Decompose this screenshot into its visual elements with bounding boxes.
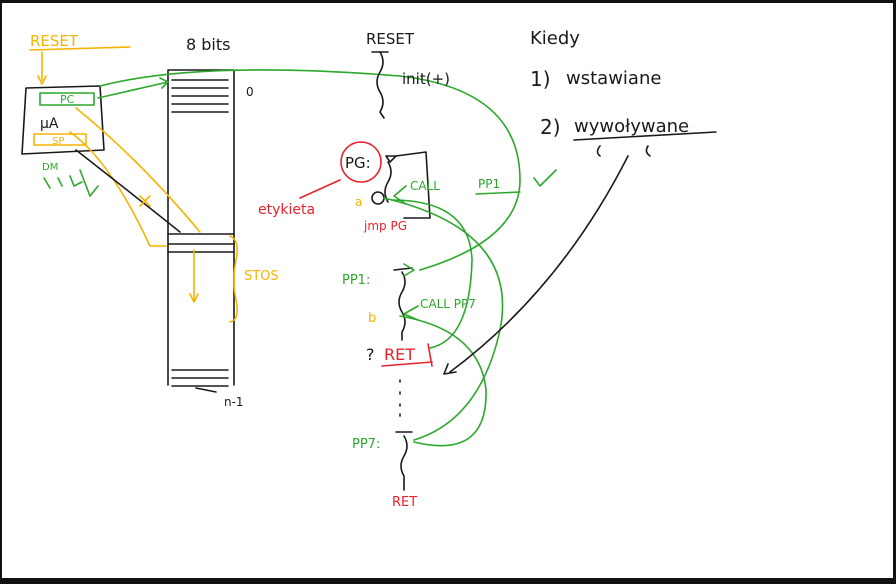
stos-label: STOS bbox=[244, 269, 279, 284]
call-curve-pp7 bbox=[383, 197, 504, 441]
pp1-squiggle bbox=[398, 271, 406, 341]
item1-text: wstawiane bbox=[566, 68, 661, 89]
pp1-tick bbox=[393, 267, 413, 271]
point-a-circle bbox=[371, 191, 385, 205]
frame-border-bottom bbox=[0, 578, 896, 584]
address-n-minus-1-label: n-1 bbox=[224, 395, 244, 409]
sp-to-stack-line bbox=[75, 107, 201, 233]
sp-register bbox=[33, 133, 87, 146]
program-flow: RESET init(+) PG: a etykieta jmp PG CALL… bbox=[258, 30, 557, 510]
cpu-to-stack-line bbox=[75, 149, 181, 233]
cpu-block: PC μΑ SP DM RESET bbox=[21, 32, 131, 197]
memory-stack-cells bbox=[167, 233, 235, 253]
reset-left-underline bbox=[29, 46, 131, 51]
pp1-ref-underline bbox=[475, 191, 521, 195]
item1-number: 1) bbox=[530, 67, 551, 91]
kiedy-label: Kiedy bbox=[530, 28, 580, 49]
return-curve-1 bbox=[391, 199, 473, 349]
init-squiggle bbox=[376, 51, 385, 119]
pp7-label: PP7: bbox=[352, 437, 380, 452]
call-pp7-label: CALL PP7 bbox=[420, 297, 476, 311]
dm-check-arrow bbox=[79, 169, 99, 197]
ret2-label: RET bbox=[392, 495, 417, 510]
address-zero-label: 0 bbox=[246, 85, 254, 99]
pg-circle bbox=[340, 141, 382, 183]
question-mark: ? bbox=[366, 345, 375, 364]
call-pp1-label: CALL bbox=[410, 179, 440, 193]
memory-column: 8 bits 0 n-1 STOS bbox=[69, 35, 279, 409]
ret1-label: RET bbox=[384, 345, 415, 364]
pg-label: PG: bbox=[345, 154, 371, 172]
item2-underline bbox=[573, 131, 717, 141]
item2-descenders bbox=[596, 145, 651, 157]
jmp-pg-label: jmp PG bbox=[363, 219, 407, 233]
frame-border-left bbox=[0, 0, 2, 584]
dm-label: DM bbox=[42, 162, 58, 173]
pp1-ref-label: PP1 bbox=[478, 177, 500, 191]
pg-squiggle bbox=[384, 161, 392, 203]
notes-to-ret-arrow bbox=[443, 155, 629, 375]
alu-label: μΑ bbox=[40, 116, 59, 132]
pg-loop-bracket bbox=[395, 151, 431, 219]
notes-block: Kiedy 1) wstawiane 2) wywoływane bbox=[443, 28, 717, 375]
ret1-underline bbox=[381, 343, 433, 367]
point-b-label: b bbox=[368, 311, 376, 326]
reset-left-arrow bbox=[37, 51, 47, 85]
reset-left-label: RESET bbox=[30, 32, 79, 50]
item2-number: 2) bbox=[540, 115, 561, 139]
init-label: init(+) bbox=[402, 70, 450, 88]
memory-column-edges bbox=[167, 69, 235, 386]
sp-label: SP bbox=[52, 136, 64, 147]
stack-grow-arrow bbox=[189, 249, 199, 303]
item2-text: wywoływane bbox=[574, 116, 689, 137]
memory-lines-bottom bbox=[171, 369, 229, 387]
pc-to-memory-arrow bbox=[97, 77, 169, 99]
pc-register bbox=[39, 92, 95, 106]
memory-bottom-mark bbox=[195, 387, 217, 393]
crossed-mark bbox=[139, 195, 151, 207]
pp1-label: PP1: bbox=[342, 273, 370, 288]
dm-marks bbox=[43, 175, 83, 189]
stos-bracket bbox=[229, 235, 238, 323]
frame-border-right bbox=[893, 0, 896, 584]
etykieta-label: etykieta bbox=[258, 202, 315, 218]
call-curve-pp1 bbox=[419, 179, 521, 271]
pp1-entry-arrow bbox=[403, 263, 415, 277]
call-pp1-arrowhead bbox=[393, 185, 407, 205]
pg-entry-marker bbox=[385, 155, 397, 163]
label-pointer-line bbox=[299, 179, 341, 199]
return-curve-pp7 bbox=[399, 315, 487, 447]
cpu-box bbox=[21, 85, 105, 155]
memory-lines-top bbox=[171, 79, 229, 113]
sp-pointer-line bbox=[69, 131, 167, 247]
pp7-squiggle bbox=[400, 435, 408, 491]
pc-label: PC bbox=[60, 93, 75, 106]
pp1-check bbox=[533, 169, 557, 187]
point-a-label: a bbox=[355, 195, 362, 209]
reset-top-label: RESET bbox=[366, 30, 415, 48]
frame-border-top bbox=[0, 0, 896, 3]
bits-label: 8 bits bbox=[186, 35, 230, 54]
